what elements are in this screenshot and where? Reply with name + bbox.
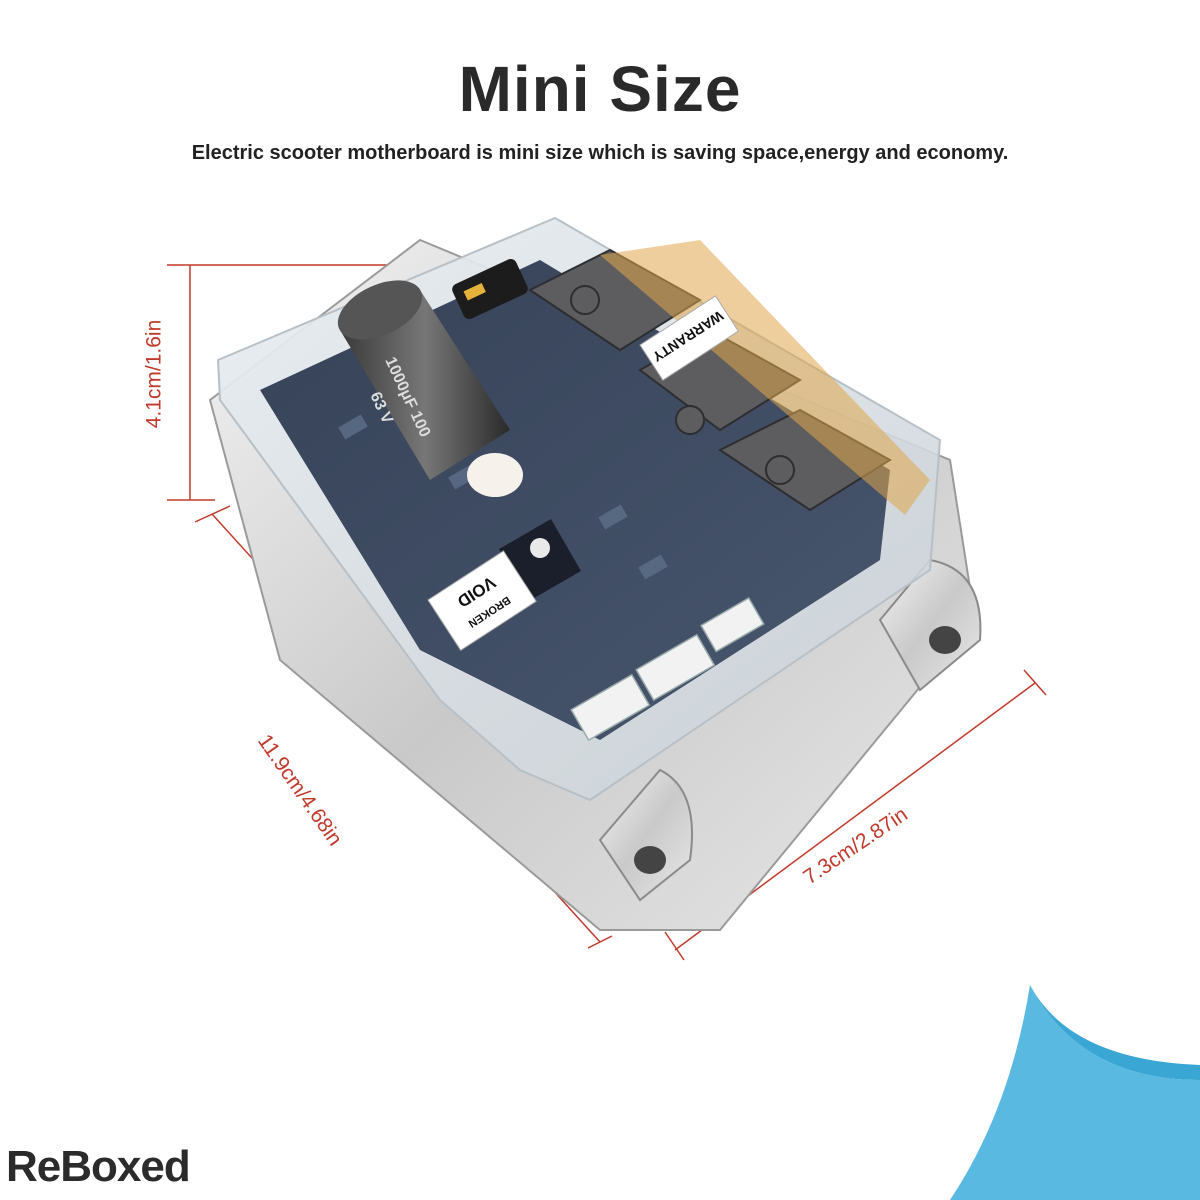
glue-blob bbox=[467, 453, 523, 497]
power-connector bbox=[452, 258, 528, 320]
mount-tab-front bbox=[598, 768, 693, 902]
mount-tab-right bbox=[878, 558, 982, 692]
screw-1 bbox=[570, 285, 600, 315]
screw-2 bbox=[675, 405, 705, 435]
mount-hole-right bbox=[929, 626, 961, 654]
length-line-end bbox=[587, 935, 613, 949]
page-subtitle: Electric scooter motherboard is mini siz… bbox=[191, 142, 1009, 164]
height-dimension-label: 4.1cm/1.6in bbox=[142, 319, 166, 429]
width-line-start bbox=[664, 931, 685, 961]
white-connectors bbox=[570, 596, 765, 742]
corner-accent-graphic bbox=[950, 985, 1200, 1200]
mount-hole-front bbox=[634, 846, 666, 874]
brand-logo: ReBoxed bbox=[6, 1142, 191, 1191]
capacitor: 1000μF 100 63 V bbox=[337, 280, 510, 480]
width-line-end bbox=[1023, 669, 1047, 696]
page-title: Mini Size bbox=[458, 53, 742, 125]
flex-strip bbox=[600, 240, 930, 515]
screw-3 bbox=[765, 455, 795, 485]
